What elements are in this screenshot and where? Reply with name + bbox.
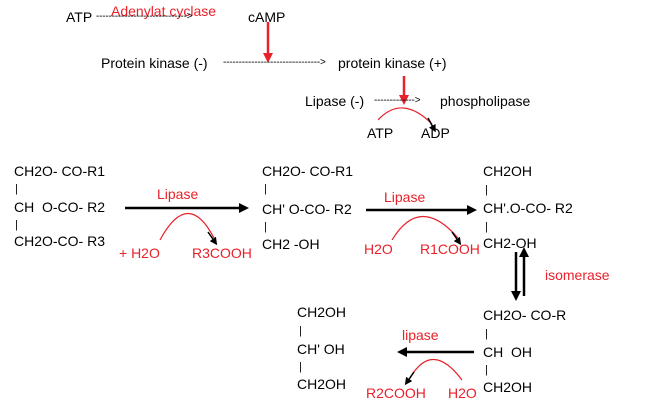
tag-line-3: CH2O-CO- R3 xyxy=(14,233,106,249)
step4-enzyme-label: lipase xyxy=(402,327,439,343)
step2-enzyme-label: Lipase xyxy=(384,189,426,205)
step4-curve xyxy=(409,359,463,381)
glycerol-bond-2: | xyxy=(299,361,302,373)
step2-curve xyxy=(391,215,459,241)
isomerase-label: isomerase xyxy=(545,267,610,283)
mag2-line-3: CH2-OH xyxy=(483,235,537,251)
step4-arrowhead xyxy=(404,371,415,386)
mag2-bond-1: | xyxy=(485,184,488,196)
step4-reactant-label: H2O xyxy=(448,385,477,401)
dag-line-2: CH' O-CO- R2 xyxy=(262,201,352,217)
glycerol-line-2: CH' OH xyxy=(297,341,345,357)
protein-kinase-inactive-label: Protein kinase (-) xyxy=(101,55,208,71)
atp-adp-curve xyxy=(377,107,433,125)
mag2-bond-2: | xyxy=(485,221,488,233)
dag-bond-1: | xyxy=(264,183,267,195)
step1-curve xyxy=(159,212,215,241)
mag2-line-1: CH2OH xyxy=(483,163,533,179)
mag1-line-2: CH OH xyxy=(483,344,532,360)
tag-bond-1: | xyxy=(15,183,18,195)
step1-reactant-label: + H2O xyxy=(119,245,160,261)
tag-line-2: CH O-CO- R2 xyxy=(14,199,105,215)
glycerol-bond-1: | xyxy=(299,325,302,337)
atp-label: ATP xyxy=(66,9,93,25)
adenylate-cyclase-label: Adenylat cyclase xyxy=(111,3,217,19)
camp-label: cAMP xyxy=(248,9,286,25)
glycerol-line-1: CH2OH xyxy=(297,304,347,320)
mag1-line-1: CH2O- CO-R xyxy=(483,307,567,323)
cascade-dashes-2: -------------------------------> xyxy=(223,57,326,68)
step1-arrowhead xyxy=(207,231,218,246)
dag-line-3: CH2 -OH xyxy=(262,236,320,252)
tag-line-1: CH2O- CO-R1 xyxy=(14,163,106,179)
dag-bond-2: | xyxy=(264,221,267,233)
mag2-line-2: CH'.O-CO- R2 xyxy=(483,200,573,216)
lipase-inactive-label: Lipase (-) xyxy=(305,93,365,109)
dag-line-1: CH2O- CO-R1 xyxy=(262,163,354,179)
cascade-dashes-1: -----------------------------> xyxy=(96,11,193,22)
mag1-bond-1: | xyxy=(485,328,488,340)
mag1-line-3: CH2OH xyxy=(483,379,533,395)
step1-product-label: R3COOH xyxy=(192,245,252,261)
step2-reactant-label: H2O xyxy=(364,241,393,257)
atp-adp-arrowhead xyxy=(427,117,436,133)
mag1-bond-2: | xyxy=(485,364,488,376)
step2-product-label: R1COOH xyxy=(420,241,480,257)
cascade-dashes-3: -------------> xyxy=(374,95,421,106)
adp-produced-label: ADP xyxy=(421,125,450,141)
phospholipase-label: phospholipase xyxy=(440,93,531,109)
protein-kinase-active-label: protein kinase (+) xyxy=(338,55,447,71)
tag-bond-2: | xyxy=(15,219,18,231)
atp-consumed-label: ATP xyxy=(367,125,394,141)
step1-enzyme-label: Lipase xyxy=(157,186,199,202)
step2-arrowhead xyxy=(451,231,462,246)
step4-product-label: R2COOH xyxy=(366,385,426,401)
glycerol-line-3: CH2OH xyxy=(297,376,347,392)
